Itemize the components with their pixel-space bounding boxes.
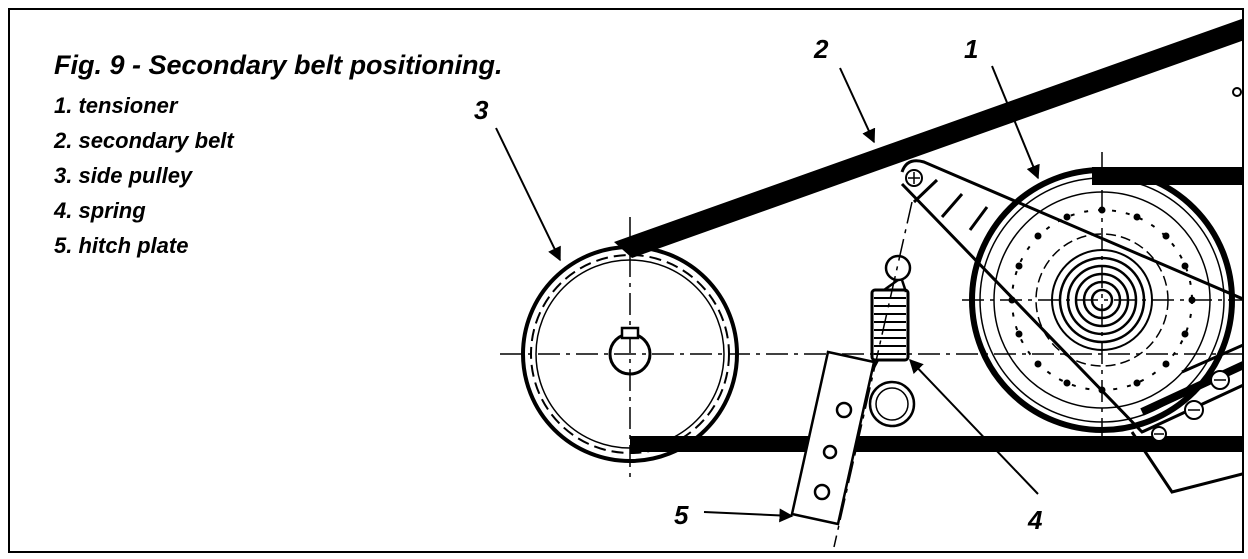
legend-item-side-pulley: 3. side pulley — [54, 163, 193, 188]
legend-item-spring: 4. spring — [54, 198, 146, 223]
legend-item-secondary-belt: 2. secondary belt — [54, 128, 234, 153]
belt-drawing: 3 2 1 4 5 — [474, 18, 1242, 548]
legend-item-hitch-plate: 5. hitch plate — [54, 233, 189, 258]
callout-arrows — [495, 65, 1040, 523]
callout-5: 5 — [674, 500, 689, 530]
figure-caption: Fig. 9 - Secondary belt positioning. 1. … — [54, 48, 503, 263]
callout-1: 1 — [964, 34, 978, 64]
callout-3: 3 — [474, 95, 489, 125]
legend-item-tensioner: 1. tensioner — [54, 93, 178, 118]
side-pulley — [521, 245, 739, 463]
callout-4: 4 — [1027, 505, 1043, 535]
figure-frame: Fig. 9 - Secondary belt positioning. 1. … — [8, 8, 1244, 553]
callout-2: 2 — [813, 34, 829, 64]
drive-pulley — [969, 167, 1235, 433]
hitch-plate — [790, 350, 916, 526]
drive-pulley-holes — [1008, 206, 1196, 394]
figure-title: Fig. 9 - Secondary belt positioning. — [54, 50, 503, 80]
secondary-belt — [614, 18, 1242, 452]
tensioner-arm — [900, 159, 1242, 494]
